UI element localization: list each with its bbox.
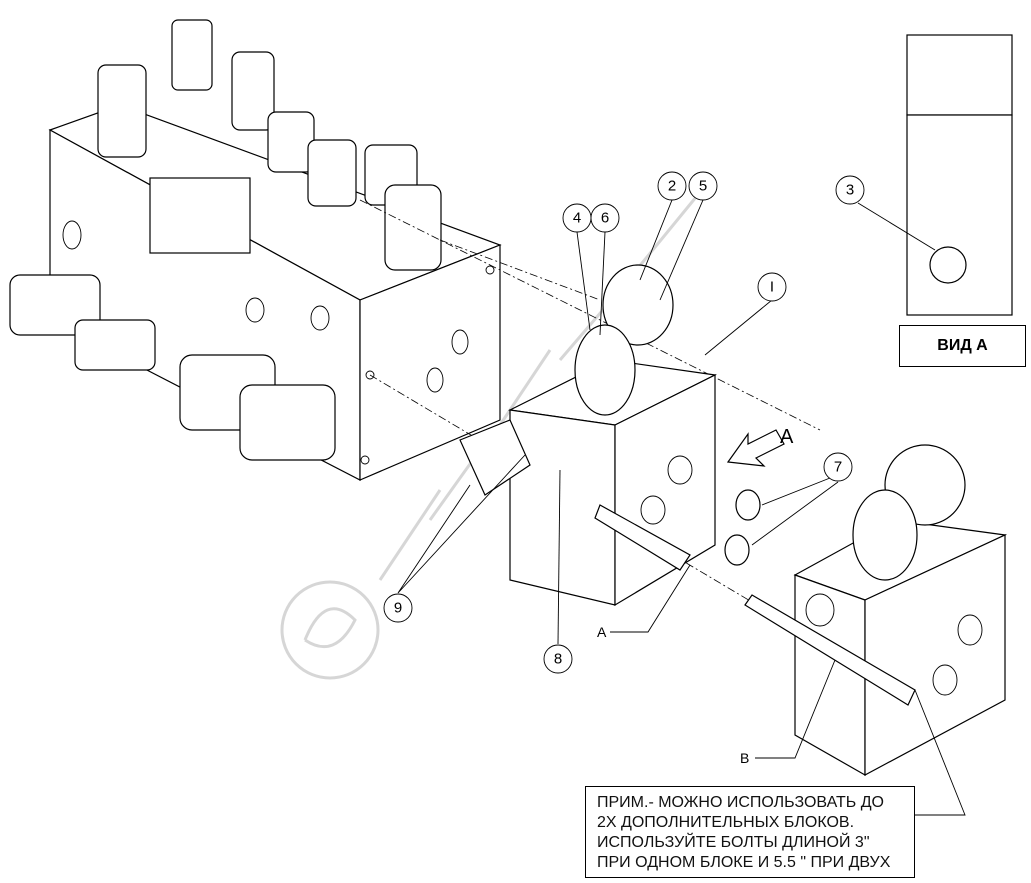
main-block-solenoids — [9, 19, 442, 461]
svg-text:4: 4 — [573, 210, 581, 227]
note-line: ПРИМ.- МОЖНО ИСПОЛЬЗОВАТЬ ДО — [597, 794, 884, 811]
svg-text:6: 6 — [601, 210, 609, 227]
callout-2: 2 — [657, 171, 687, 201]
svg-text:7: 7 — [834, 459, 842, 476]
bolt-a-label: A — [597, 624, 607, 640]
note-line: ПРИ ОДНОМ БЛОКЕ И 5.5 " ПРИ ДВУХ — [597, 854, 891, 871]
svg-text:8: 8 — [554, 651, 562, 668]
callout-5: 5 — [688, 171, 718, 201]
callout-8: 8 — [543, 644, 573, 674]
svg-text:3: 3 — [846, 182, 854, 199]
watermark-logo — [280, 179, 712, 680]
callout-3: 3 — [835, 175, 865, 205]
leader-lines — [397, 199, 966, 816]
note-line: ИСПОЛЬЗУЙТЕ БОЛТЫ ДЛИНОЙ 3" — [597, 834, 870, 851]
addon-block-2 — [744, 444, 1008, 777]
callout-9: 9 — [383, 593, 413, 623]
note-line: 2Х ДОПОЛНИТЕЛЬНЫХ БЛОКОВ. — [597, 814, 855, 831]
view-direction-arrow — [726, 429, 785, 467]
centerline-1 — [359, 199, 821, 431]
svg-text:I: I — [770, 279, 774, 296]
addon-block-1 — [459, 264, 761, 607]
svg-text:9: 9 — [394, 600, 402, 617]
callout-1: I — [757, 272, 787, 302]
callout-4: 4 — [562, 203, 592, 233]
callout-6: 6 — [590, 203, 620, 233]
view-arrow-label: A — [780, 426, 794, 448]
centerline-3 — [439, 239, 601, 301]
view-a-title: ВИД А — [899, 325, 1026, 367]
callout-7: 7 — [823, 452, 853, 482]
svg-text:5: 5 — [699, 178, 707, 195]
view-a-drawing — [906, 34, 1013, 316]
svg-text:2: 2 — [668, 178, 676, 195]
bolt-b-label: B — [740, 750, 750, 766]
note-box: ПРИМ.- МОЖНО ИСПОЛЬЗОВАТЬ ДО 2Х ДОПОЛНИТ… — [585, 786, 915, 878]
